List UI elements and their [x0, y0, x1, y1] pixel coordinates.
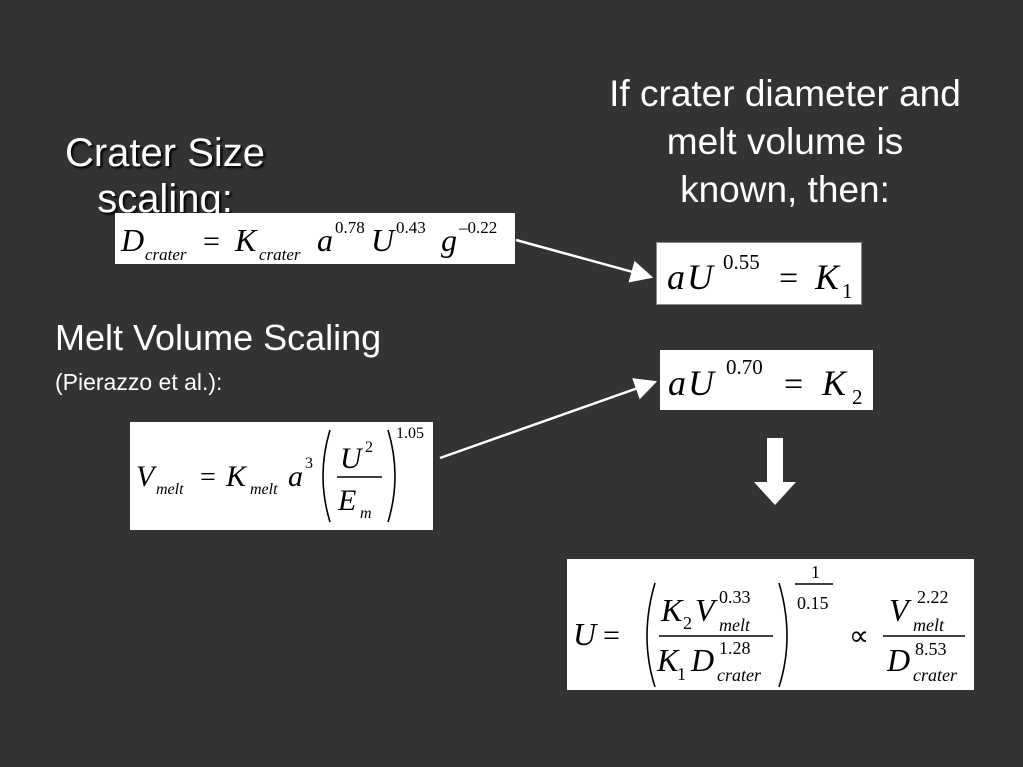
eq-k: K [814, 257, 841, 297]
eq-e: E [337, 484, 356, 517]
eq-u-exp: 2 [365, 439, 373, 456]
velocity-equation: U = K 2 V 0.33 melt K 1 D 1.28 crater 1 … [567, 559, 974, 690]
eq-k: K [225, 460, 248, 493]
eq-u: U [688, 363, 716, 403]
eq-k: K [234, 222, 258, 258]
eq-u: U [340, 442, 364, 475]
eq-g: g [441, 222, 457, 258]
eq-a: a [288, 460, 303, 493]
eq-k1-sub: 1 [677, 664, 686, 684]
eq-equals: = [603, 619, 620, 652]
eq-a: a [668, 363, 686, 403]
eq-d: D [120, 222, 144, 258]
eq-u-exp: 0.43 [396, 218, 426, 237]
eq-u-exp: 0.55 [723, 250, 760, 274]
eq-u: U [371, 222, 396, 258]
eq-outer-den: 0.15 [797, 593, 829, 613]
arrow-to-k2 [439, 378, 658, 460]
eq-outer-num: 1 [811, 562, 820, 582]
title-line-1: Crater Size [64, 131, 266, 175]
eq-k: K [821, 363, 848, 403]
eq-v-sub: melt [156, 481, 184, 498]
left-paren [322, 429, 331, 523]
eq-v2-sub: melt [913, 615, 945, 635]
eq-a-exp: 3 [305, 455, 313, 472]
eq-a: a [317, 222, 333, 258]
eq-d-sub: crater [717, 665, 762, 685]
slide-title: Crater Size scaling: [40, 130, 290, 222]
eq-k1: K [656, 642, 680, 678]
eq-equals: = [203, 225, 220, 258]
eq-k-sub: 2 [852, 385, 863, 409]
eq-d-sub: crater [145, 245, 187, 264]
left-paren [646, 582, 656, 688]
eq-k-sub: melt [250, 481, 278, 498]
eq-k2: K [660, 592, 684, 628]
melt-volume-reference: (Pierazzo et al.): [55, 369, 223, 395]
eq-k-sub: crater [259, 245, 301, 264]
eq-u: U [687, 257, 715, 297]
condition-line-2: melt volume is [666, 121, 904, 162]
eq-g-exp: –0.22 [458, 218, 497, 237]
condition-text: If crater diameter and melt volume is kn… [585, 70, 985, 214]
eq-d2: D [886, 642, 910, 678]
eq-equals: = [779, 260, 798, 297]
right-paren [778, 582, 788, 688]
eq-v: V [136, 460, 158, 493]
down-arrow-icon [754, 438, 796, 505]
eq-u: U [573, 616, 598, 652]
k2-equation: a U 0.70 = K 2 [660, 350, 873, 410]
eq-d: D [690, 642, 714, 678]
eq-outer-exp: 1.05 [396, 425, 424, 442]
eq-u-exp: 0.70 [726, 355, 763, 379]
eq-equals: = [784, 366, 803, 403]
condition-line-3: known, then: [680, 169, 890, 210]
eq-v: V [695, 592, 718, 628]
melt-volume-equation: V melt = K melt a 3 U 2 E m 1.05 [130, 422, 433, 530]
eq-v2: V [889, 592, 912, 628]
eq-d2-exp: 8.53 [915, 639, 947, 659]
eq-equals: = [200, 462, 216, 493]
eq-d2-sub: crater [913, 665, 958, 685]
right-paren [387, 429, 396, 523]
eq-a-exp: 0.78 [335, 218, 365, 237]
eq-d-exp: 1.28 [719, 638, 751, 658]
condition-line-1: If crater diameter and [609, 73, 961, 114]
melt-volume-heading: Melt Volume Scaling [55, 317, 382, 358]
eq-k-sub: 1 [842, 279, 853, 303]
crater-size-equation: D crater = K crater a 0.78 U 0.43 g –0.2… [115, 213, 515, 264]
eq-e-sub: m [360, 505, 372, 522]
eq-proportional: ∝ [849, 621, 869, 652]
arrow-to-k1 [515, 238, 654, 283]
eq-k2-sub: 2 [683, 613, 692, 633]
eq-v-exp: 0.33 [719, 587, 751, 607]
eq-a: a [667, 257, 685, 297]
eq-v2-exp: 2.22 [917, 587, 949, 607]
eq-v-sub: melt [719, 615, 751, 635]
k1-equation: a U 0.55 = K 1 [656, 242, 862, 305]
